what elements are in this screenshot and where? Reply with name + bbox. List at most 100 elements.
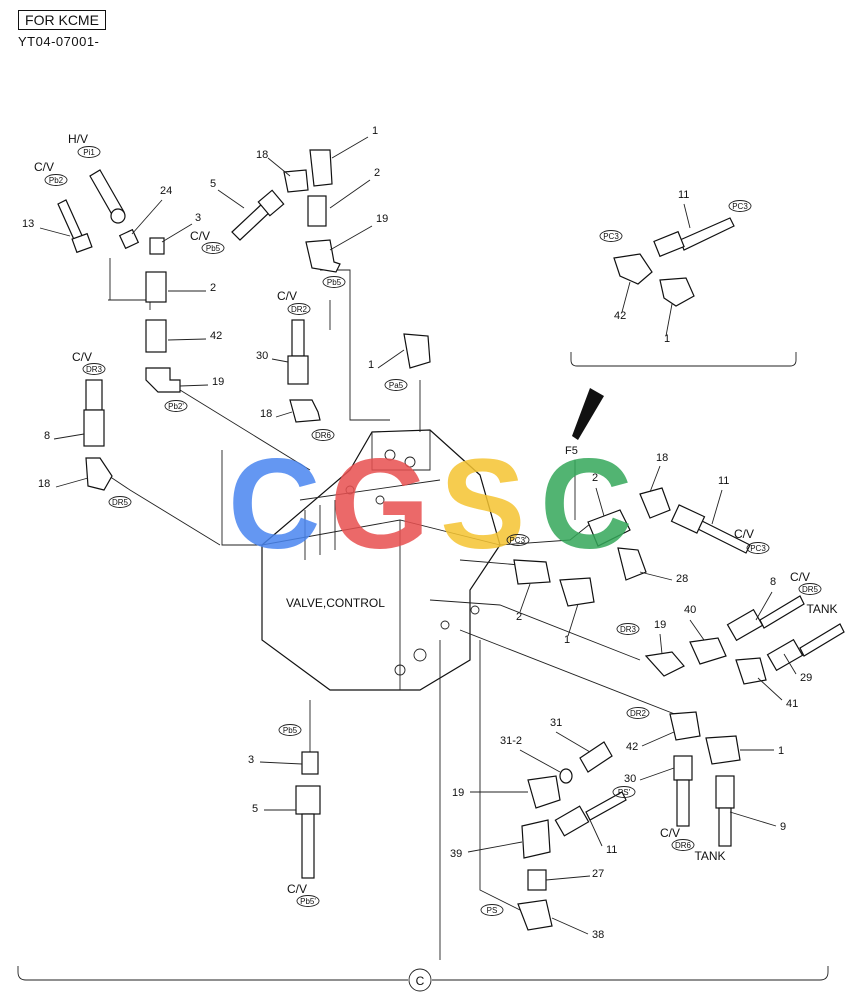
port-tag: DR3 [616, 623, 640, 635]
oring-31-2 [559, 768, 573, 784]
callout-number: 24 [160, 185, 172, 197]
serial-code: YT04-07001- [18, 34, 100, 49]
callout-number: 5 [210, 178, 216, 190]
callout-number: 8 [44, 430, 50, 442]
elbow-41 [735, 657, 767, 685]
port-tag-text: PC3' [509, 536, 527, 545]
port-tag: PC3 [746, 542, 770, 554]
port-word: C/V [277, 289, 297, 303]
port-tag: DR5 [798, 583, 822, 595]
callout-number: 30 [624, 773, 636, 785]
elbow-1-top [309, 149, 333, 187]
elbow-18-mid [289, 399, 321, 423]
port-word: TANK [806, 602, 837, 616]
port-tag: Pb5 [201, 242, 225, 254]
section-mark: C [416, 974, 425, 988]
fitting-42-lower [669, 711, 701, 741]
callout-number: 30 [256, 350, 268, 362]
fitting-label-f5: F5 [565, 445, 578, 457]
port-word: TANK [694, 849, 725, 863]
callout-number: 3 [195, 212, 201, 224]
hose-5-lower [295, 785, 321, 879]
elbow-19-top [305, 239, 341, 273]
section-circle [408, 968, 432, 992]
callout-number: 9 [780, 821, 786, 833]
port-tag: DR6 [311, 429, 335, 441]
callout-number: 41 [786, 698, 798, 710]
port-tag: Pb5 [322, 276, 346, 288]
callout-number: 38 [592, 929, 604, 941]
fitting-24 [118, 228, 140, 250]
hose-9 [715, 775, 735, 847]
fitting-31 [579, 741, 613, 773]
callout-number: 19 [376, 213, 388, 225]
port-tag-text: Pb2 [49, 176, 64, 185]
fitting-3-top [149, 237, 165, 255]
elbow-1-mid-right [559, 577, 595, 607]
callout-number: 31-2 [500, 735, 522, 747]
callout-number: 11 [678, 189, 689, 201]
callout-number: 19 [452, 787, 464, 799]
fitting-2-top [307, 195, 327, 227]
port-tag-text: DR6 [675, 841, 692, 850]
callout-number: 27 [592, 868, 604, 880]
port-tag-text: DR3 [620, 625, 637, 634]
valve-label: VALVE,CONTROL [286, 596, 385, 610]
port-tag: DR2 [626, 707, 650, 719]
callout-number: 29 [800, 672, 812, 684]
elbow-1-lower [705, 735, 741, 765]
callout-number: 8 [770, 576, 776, 588]
callout-number: 1 [664, 333, 670, 345]
elbow-19-right [644, 651, 685, 677]
callout-number: 2 [592, 472, 598, 484]
section-bracket-left [17, 966, 408, 981]
fitting-2-left [145, 271, 167, 303]
watermark-letter-g: G [330, 433, 430, 576]
elbow-1-mid [403, 333, 431, 369]
port-tag: DR2 [287, 303, 311, 315]
port-word: C/V [790, 570, 810, 584]
callout-number: 2 [516, 611, 522, 623]
port-tag-text: PC3 [603, 232, 619, 241]
port-tag: DR6 [671, 839, 695, 851]
callout-number: 19 [212, 376, 224, 388]
port-word: C/V [72, 350, 92, 364]
port-tag: Pb5' [296, 895, 320, 907]
port-tag: Pb5 [278, 724, 302, 736]
fitting-42-left [145, 319, 167, 353]
callout-number: 2 [210, 282, 216, 294]
port-tag-text: PS' [618, 788, 631, 797]
callout-number: 39 [450, 848, 462, 860]
port-tag-text: Pa5 [389, 381, 404, 390]
port-tag-text: Pb5 [206, 244, 221, 253]
elbow-1-inset [659, 277, 695, 307]
callout-number: 18 [656, 452, 668, 464]
callout-number: 31 [550, 717, 562, 729]
port-tag-text: Pi1 [83, 148, 95, 157]
callout-number: 42 [210, 330, 222, 342]
fitting-3-lower [301, 751, 319, 775]
port-tag: PC3' [506, 534, 530, 546]
port-word: H/V [68, 132, 88, 146]
port-tag-text: DR5 [802, 585, 819, 594]
port-tag: PS' [612, 786, 636, 798]
hose-11-lower [554, 791, 627, 837]
port-tag-text: DR6 [315, 431, 332, 440]
callout-number: 5 [252, 803, 258, 815]
hose-13 [57, 199, 93, 254]
callout-number: 28 [676, 573, 688, 585]
watermark-letter-c1: C [228, 433, 320, 576]
callout-number: 40 [684, 604, 696, 616]
port-tag: DR3 [82, 363, 106, 375]
port-tag-text: DR3 [86, 365, 103, 374]
port-tag-text: DR2 [630, 709, 647, 718]
elbow-19-lower [527, 775, 561, 809]
callout-number: 18 [256, 149, 268, 161]
port-tag-text: Pb5' [300, 897, 316, 906]
fitting-2-f5 [587, 509, 631, 547]
elbow-18-right [639, 487, 671, 519]
port-word: C/V [190, 229, 210, 243]
port-word: C/V [287, 882, 307, 896]
port-tag: PC3 [599, 230, 623, 242]
